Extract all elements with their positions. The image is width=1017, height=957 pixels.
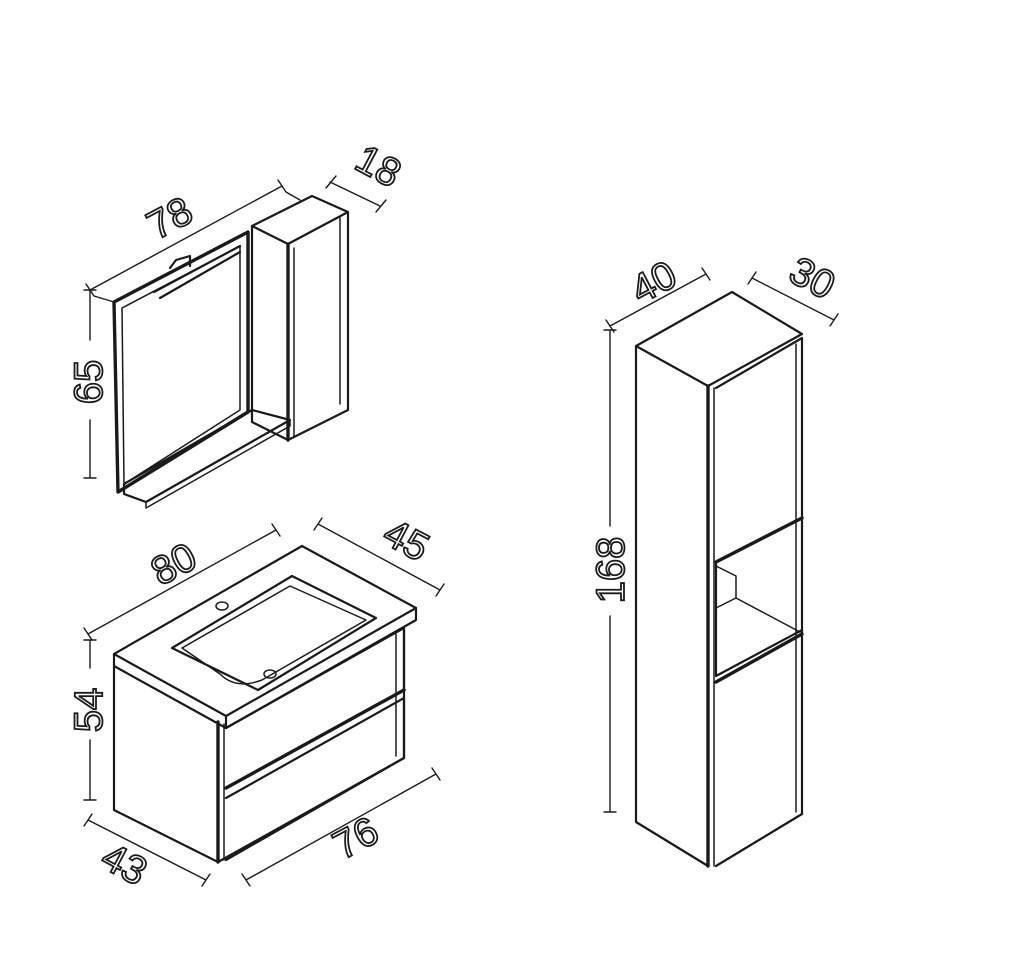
mirror-shelf	[122, 408, 292, 504]
mirror-side-cabinet	[250, 194, 350, 442]
dim-mirror-width: 78	[85, 179, 301, 303]
mirror-light	[152, 244, 242, 300]
tall-cabinet-front	[714, 336, 804, 868]
dim-vanity-height-label: 54	[67, 688, 111, 733]
mirror-frame-outer	[112, 230, 250, 494]
mirror-cabinet	[112, 194, 350, 509]
mirror-frame-inner	[121, 245, 241, 485]
dim-mirror-depth: 18	[325, 136, 409, 213]
tall-cabinet-lower-door	[714, 632, 804, 684]
dim-vanity-height: 54	[66, 639, 112, 801]
dim-mirror-height-label: 65	[67, 360, 111, 405]
dim-tall-width-label: 40	[624, 253, 684, 313]
dim-vanity-base-width: 76	[241, 767, 441, 887]
dim-vanity-depth-label: 45	[376, 511, 436, 571]
dim-tall-depth: 30	[747, 248, 843, 327]
dim-vanity-base-width-label: 76	[326, 809, 386, 869]
vanity-drawer-bottom	[224, 696, 406, 862]
dim-tall-height: 168	[588, 329, 634, 813]
dim-tall-height-label: 168	[589, 537, 633, 604]
tall-cabinet-niche	[714, 560, 804, 678]
tall-cabinet-side	[634, 344, 710, 868]
tall-cabinet	[634, 290, 804, 868]
vanity-drawer-top	[224, 626, 406, 790]
vanity-unit	[112, 544, 418, 864]
dim-vanity-base-depth-label: 43	[94, 835, 154, 895]
dim-mirror-width-label: 78	[140, 189, 200, 249]
dim-mirror-height: 65	[66, 289, 112, 479]
dim-mirror-depth-label: 18	[348, 137, 408, 197]
tap-hole	[215, 601, 229, 611]
tall-cabinet-top	[634, 290, 804, 388]
dim-tall-width: 40	[605, 252, 711, 333]
drain-hole	[263, 669, 277, 679]
dim-vanity-depth: 45	[313, 510, 445, 597]
dim-vanity-width-label: 80	[144, 535, 204, 595]
tall-cabinet-upper-door	[714, 516, 804, 564]
dim-tall-depth-label: 30	[782, 249, 842, 309]
dim-vanity-width: 80	[83, 523, 281, 641]
vanity-basin	[170, 574, 378, 692]
